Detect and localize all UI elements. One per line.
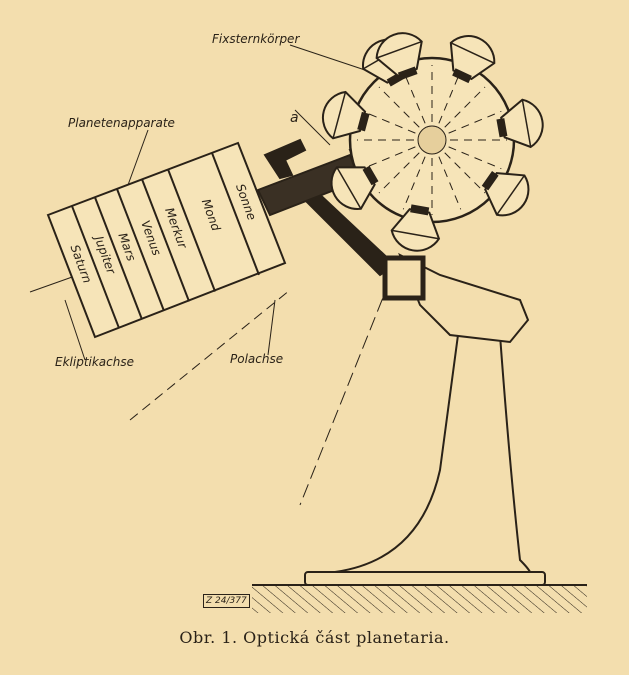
projection-ray [448,110,502,134]
cylinder-divider [116,188,165,312]
star-projector-cone [496,98,544,149]
projection-ray [438,156,462,210]
star-projector-cone [330,165,379,210]
stand [304,252,546,586]
projection-ray [362,110,416,134]
axis-lines [29,44,391,506]
projection-ray [362,146,416,170]
star-sphere [321,32,544,252]
cylinder-divider [93,196,143,320]
planet-projector-cylinder [46,141,287,339]
projection-ray [444,86,486,128]
label-a: a [290,110,299,126]
cylinder-divider [141,179,190,302]
projection-ray [448,146,502,170]
projection-ray [438,70,462,124]
ground [252,584,587,613]
star-projector-cone [449,35,496,84]
cylinder-divider [211,152,260,276]
mount-arm [263,138,426,301]
star-projector-cone [481,171,530,217]
star-projector-cone [321,90,370,140]
label-ekliptikachse: Ekliptikachse [55,355,134,369]
label-polachse: Polachse [230,352,284,366]
label-planetenapparate: Planetenapparate [68,116,175,130]
figure-caption: Obr. 1. Optická část planetaria. [179,628,450,647]
projection-ray [402,70,426,124]
projection-ray [444,152,486,194]
drawing-stamp: Z 24/377 [203,594,250,608]
projection-ray [378,152,420,194]
cylinder-divider [71,205,120,329]
label-fixsternkorper: Fixsternkörper [212,32,300,46]
projection-ray [402,156,426,210]
projection-ray [378,86,420,128]
star-projector-cone [390,204,441,252]
star-projector-cone [375,32,423,81]
cylinder-divider [167,169,217,292]
